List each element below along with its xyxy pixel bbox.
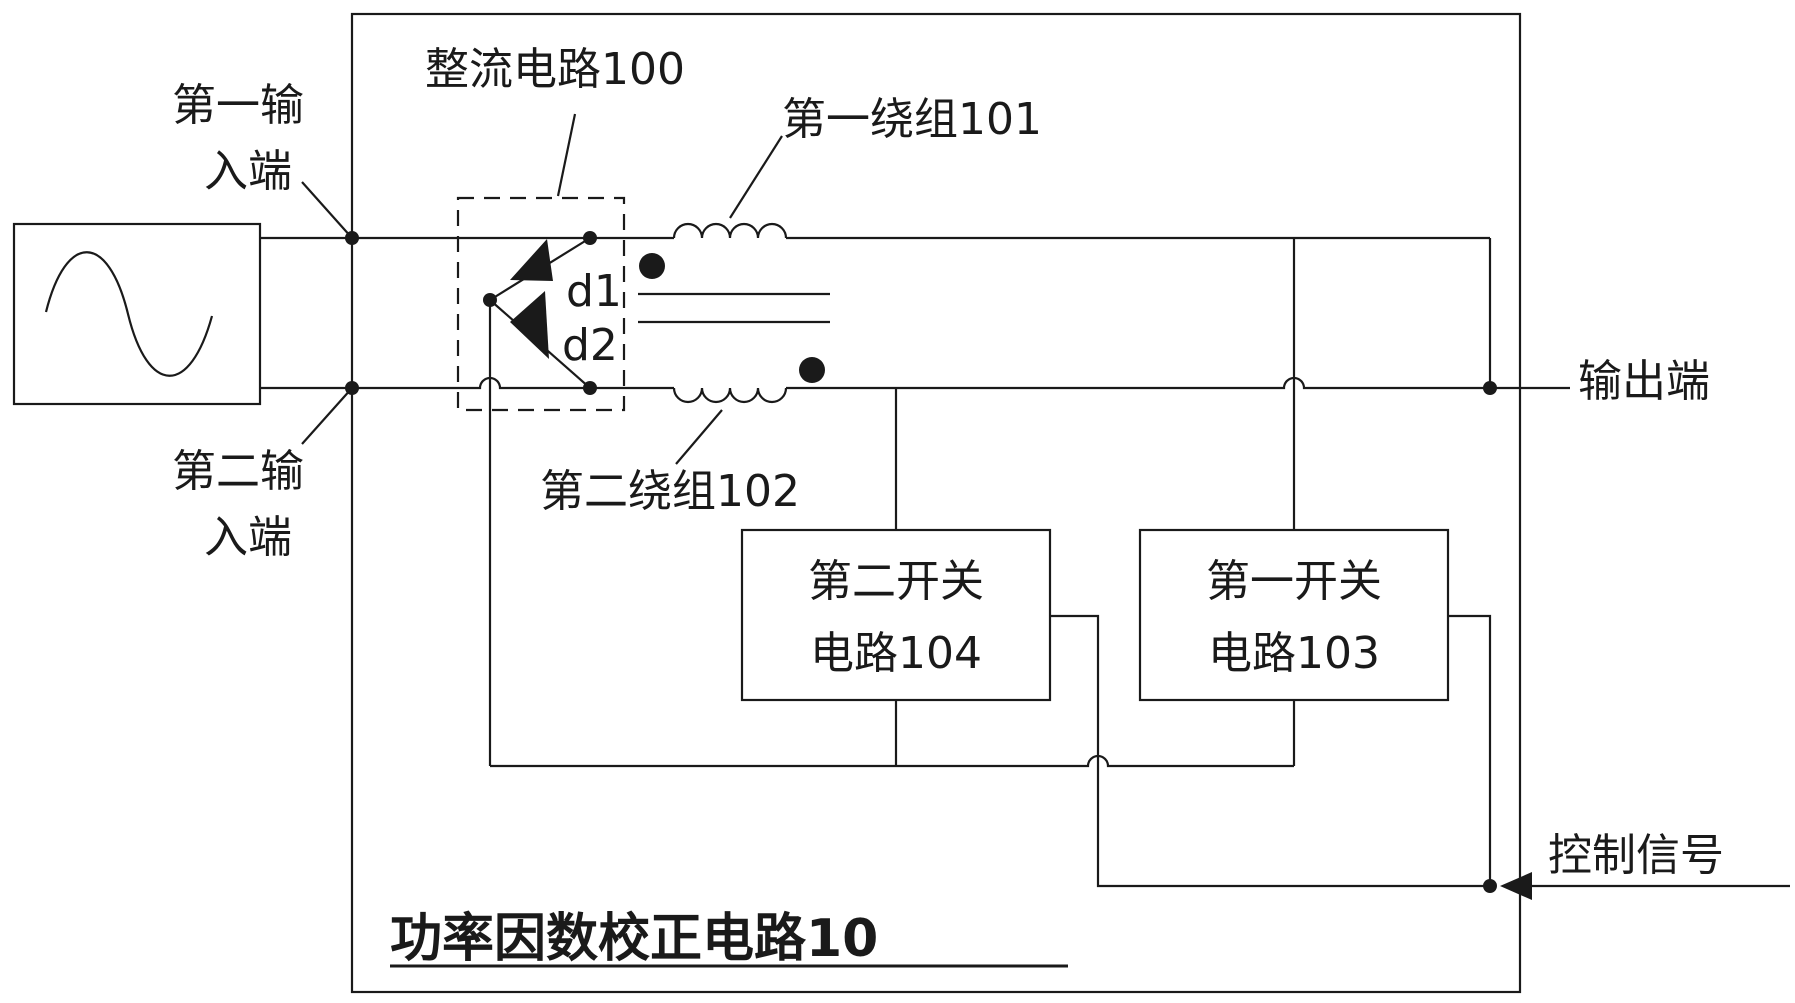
input2-label-line2: 入端 [204, 512, 292, 563]
input2-label-line1: 第二输 [172, 446, 304, 497]
wire-control-switch1 [1448, 614, 1492, 886]
winding2-polarity-dot [799, 357, 825, 383]
diode-d2-icon [510, 291, 549, 359]
rectifier-leader [556, 113, 577, 197]
switch1-label-line1: 第一开关 [1206, 556, 1382, 607]
wire-bottom-return [490, 754, 1294, 768]
sine-wave-icon [44, 251, 214, 377]
ac-source-box [12, 222, 262, 406]
control-label: 控制信号 [1548, 830, 1724, 881]
rectifier-label: 整流电路100 [425, 44, 685, 95]
switch-circuit-2: 第二开关 电路104 [740, 528, 1052, 702]
winding2-label: 第二绕组102 [540, 466, 800, 517]
wire-control-switch2 [1050, 614, 1490, 888]
control-node [1483, 879, 1497, 893]
output-label: 输出端 [1578, 356, 1710, 407]
diode-d2-label: d2 [562, 320, 618, 371]
rectifier-dashed-box [456, 196, 626, 412]
diode-d1-label: d1 [566, 266, 622, 317]
winding1-label: 第一绕组101 [782, 94, 1042, 145]
ac-source [12, 222, 262, 406]
input1-label-line1: 第一输 [172, 80, 304, 131]
input2-leader [301, 387, 353, 445]
winding2-leader [675, 409, 723, 465]
switch2-label-line2: 电路104 [810, 628, 982, 679]
input1-label-line2: 入端 [204, 146, 292, 197]
switch-circuit-1: 第一开关 电路103 [1138, 528, 1450, 702]
switch1-label-line2: 电路103 [1208, 628, 1380, 679]
output-node [1483, 381, 1497, 395]
winding2-coil [672, 387, 788, 404]
control-arrow-icon [1500, 872, 1532, 900]
wire-bottom-rail [786, 376, 1570, 390]
circuit-title: 功率因数校正电路10 [390, 909, 878, 969]
input1-leader [301, 181, 353, 239]
pfc-circuit-boundary [350, 12, 1522, 994]
switch2-label-line1: 第二开关 [808, 556, 984, 607]
winding1-coil [672, 222, 788, 239]
diode-d1-icon [510, 239, 553, 281]
wire-bottom-rail-input [352, 376, 590, 390]
winding1-polarity-dot [639, 253, 665, 279]
rectifier-circuit: d1 d2 [456, 196, 626, 412]
winding1-leader [729, 135, 783, 219]
